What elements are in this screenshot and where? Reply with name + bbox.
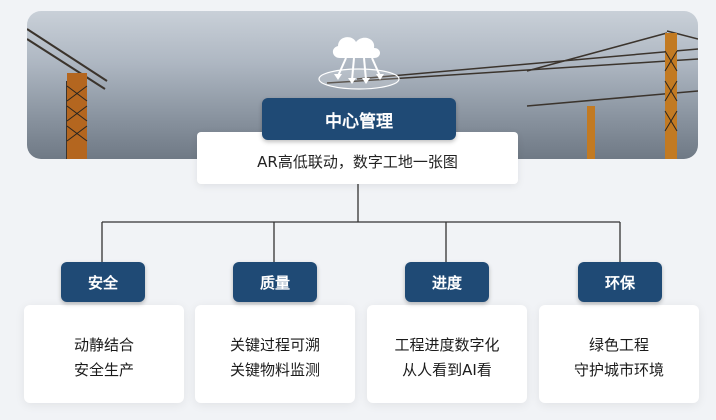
branch-line: 安全生产 — [73, 361, 134, 379]
branch-line: 从人看到AI看 — [402, 361, 492, 379]
branch-card-quality: 关键过程可溯 关键物料监测 — [195, 305, 355, 403]
branch-card-environment: 绿色工程 守护城市环境 — [539, 305, 699, 403]
crane-silhouettes — [27, 28, 698, 159]
branch-line: 守护城市环境 — [573, 361, 664, 379]
branch-line: 工程进度数字化 — [394, 336, 500, 354]
branch-tag-environment: 环保 — [578, 262, 662, 302]
center-title: 中心管理 — [325, 111, 393, 132]
branch-tag-safety: 安全 — [61, 262, 145, 302]
branch-title: 环保 — [604, 273, 635, 292]
branch-title: 质量 — [259, 273, 290, 292]
branch-title: 安全 — [87, 273, 118, 292]
branch-line: 关键过程可溯 — [229, 336, 320, 354]
branch-line: 绿色工程 — [588, 336, 649, 354]
center-title-box: 中心管理 — [262, 98, 456, 140]
center-subtitle-card: AR高低联动，数字工地一张图 — [197, 132, 518, 184]
cloud-network-icon — [318, 28, 400, 90]
branch-line: 关键物料监测 — [229, 361, 320, 379]
branch-tag-quality: 质量 — [233, 262, 317, 302]
branch-title: 进度 — [431, 273, 462, 292]
branch-card-safety: 动静结合 安全生产 — [24, 305, 184, 403]
branch-card-progress: 工程进度数字化 从人看到AI看 — [367, 305, 527, 403]
branch-line: 动静结合 — [73, 336, 134, 354]
center-subtitle: AR高低联动，数字工地一张图 — [257, 153, 458, 171]
branch-tag-progress: 进度 — [405, 262, 489, 302]
